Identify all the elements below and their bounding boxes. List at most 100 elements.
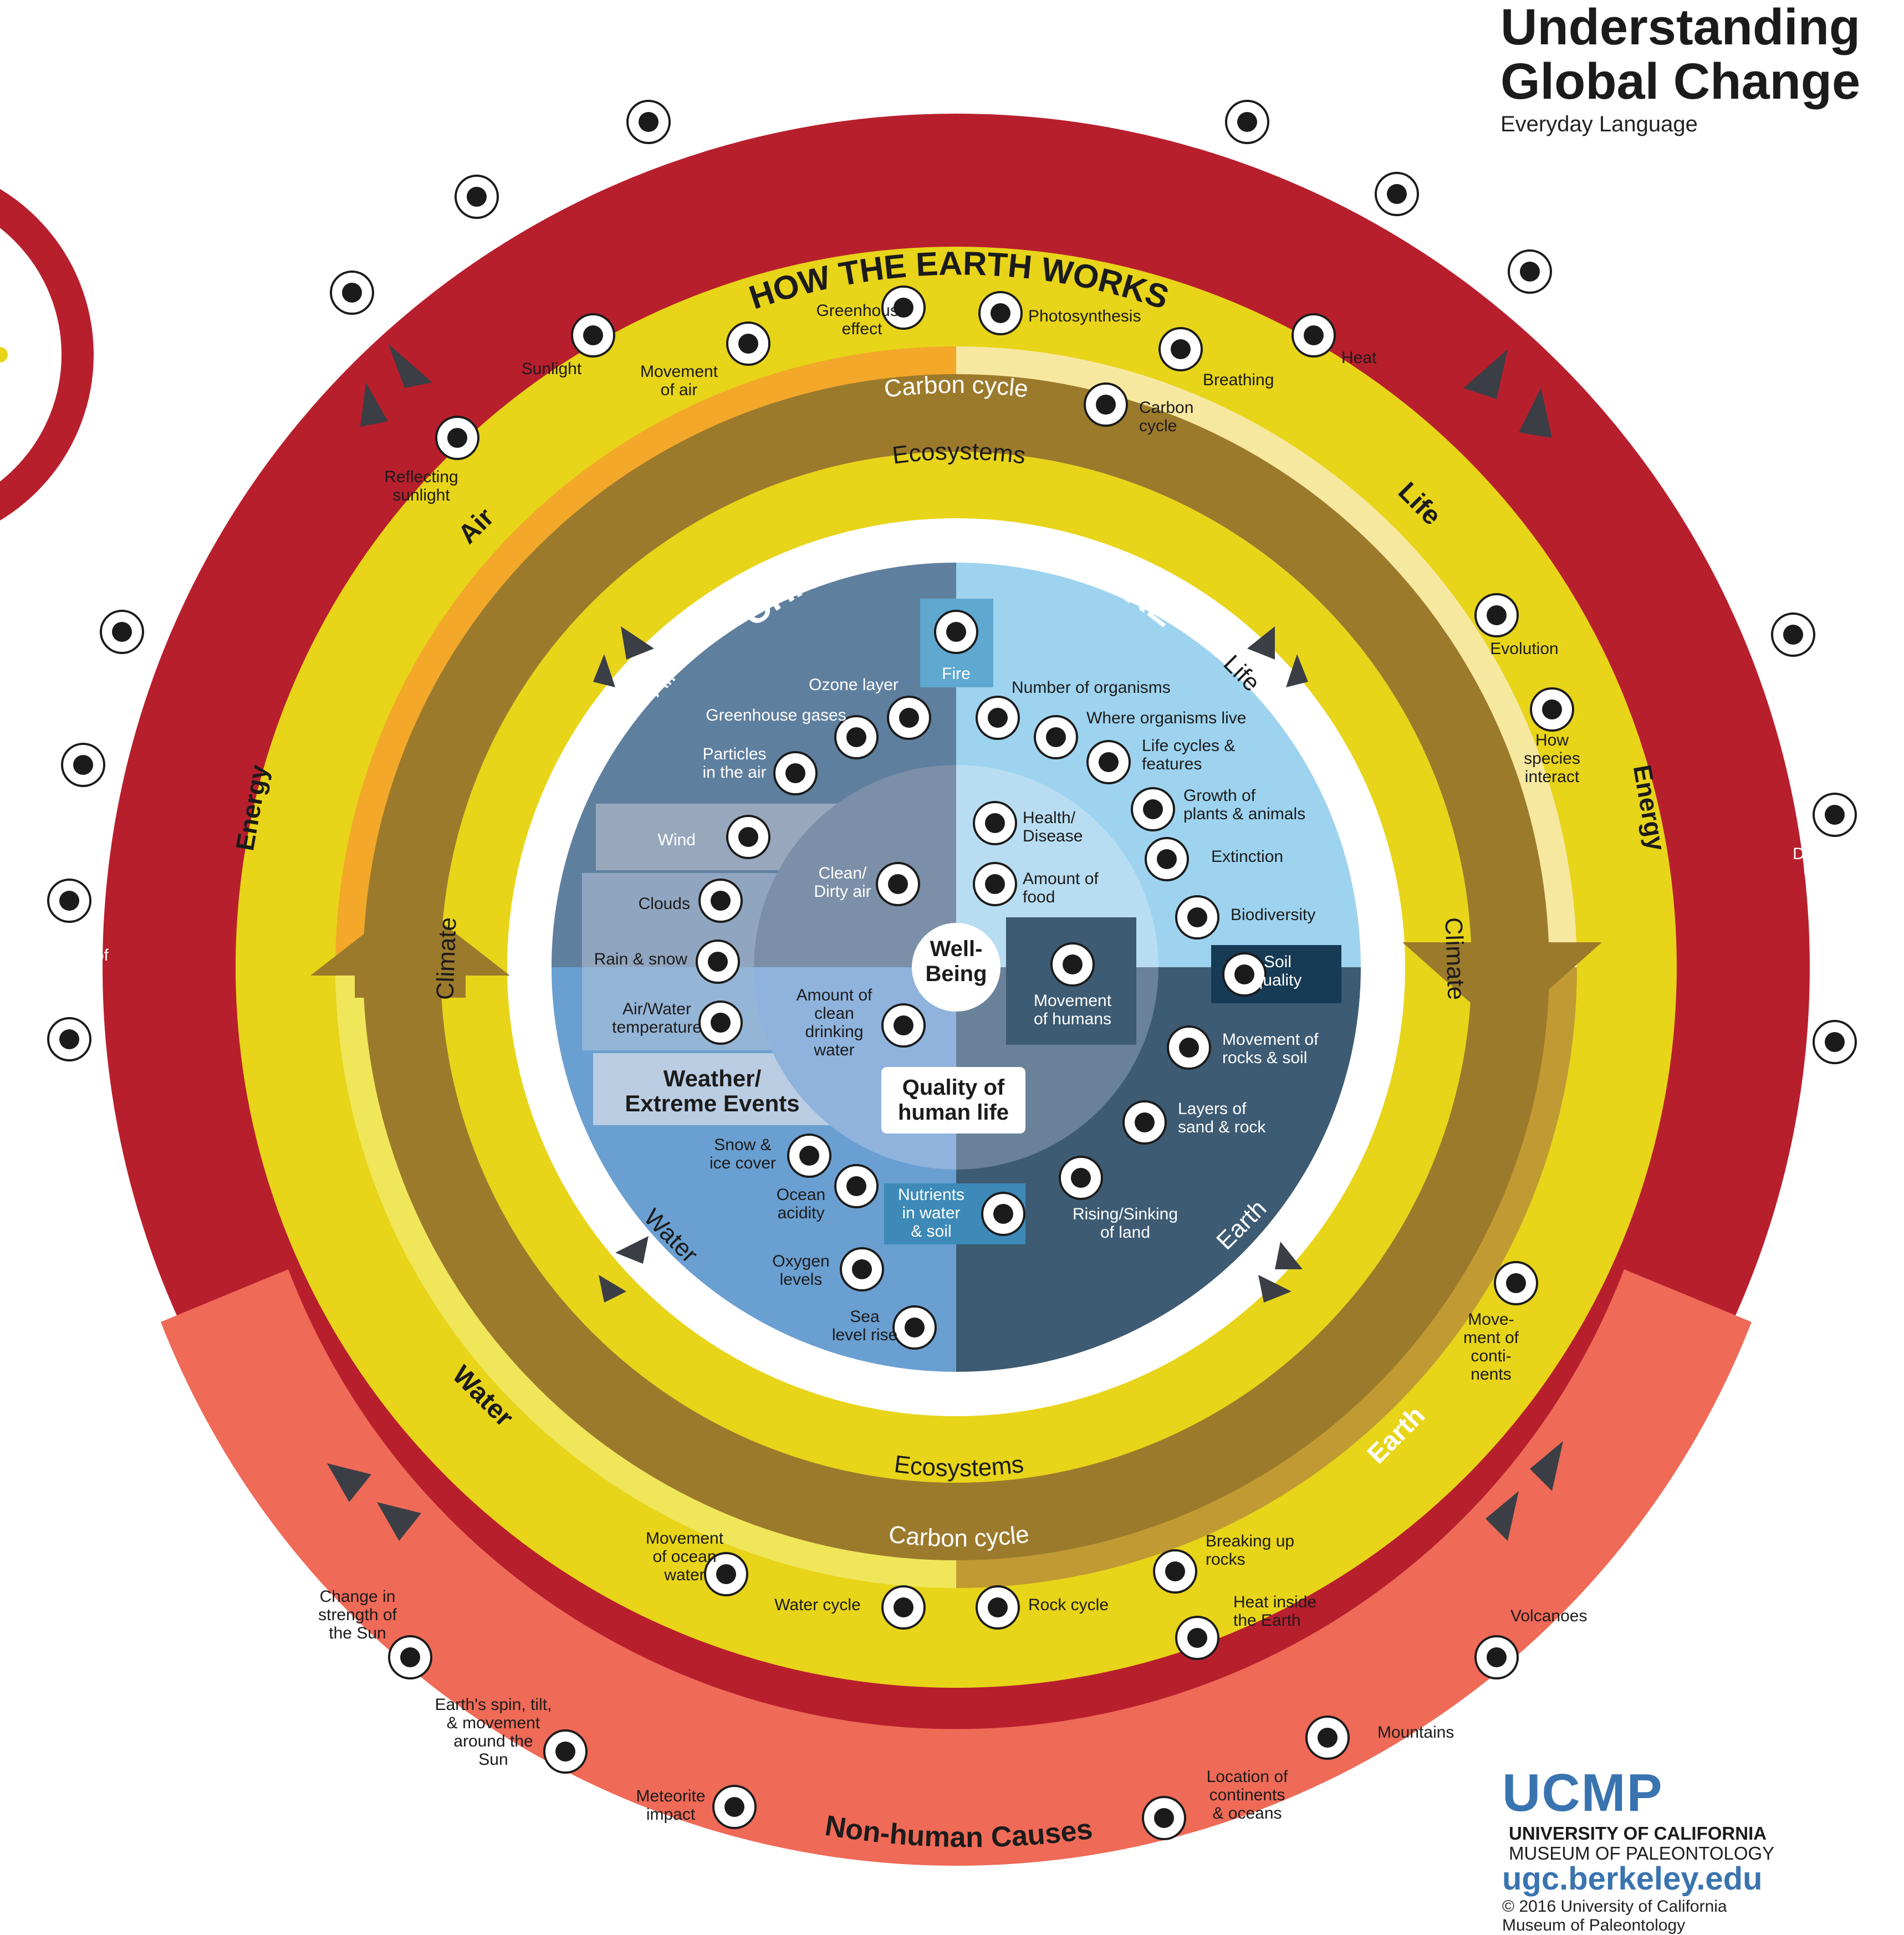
label-line: Photosynthesis [1028, 307, 1141, 325]
label-line: resources [30, 964, 103, 983]
sunlight-label: Sunlight [522, 360, 582, 378]
label-line: Movement of [1222, 1030, 1319, 1049]
organisms-number-icon [976, 696, 1020, 740]
label-line: Clouds [639, 895, 690, 913]
rock-cycle-icon [976, 1585, 1020, 1630]
life-cycles-label: Life cycles &features [1142, 737, 1235, 773]
title-line2: Global Change [1500, 53, 1861, 110]
label-line: Growth of [1183, 787, 1256, 805]
label-line: of air [661, 381, 698, 399]
farming-icon [1375, 172, 1419, 216]
climate-right: Climate [1440, 917, 1469, 1000]
label-line: in water [902, 1204, 960, 1222]
label-line: Building [1761, 662, 1820, 680]
mining-icon [47, 879, 91, 923]
label-line: Amount of [1023, 870, 1099, 888]
pollution-icon [61, 743, 105, 787]
university-name: UNIVERSITY OF CALIFORNIA [1509, 1823, 1767, 1844]
label-line: Freshwater [67, 662, 150, 680]
label-line: around the [453, 1732, 533, 1750]
label-line: Volcanoes [1510, 1607, 1587, 1625]
label-line: Pollution [40, 792, 104, 810]
subtitle: Everyday Language [1500, 112, 1698, 136]
label-line: Number of organisms [1012, 678, 1171, 697]
label-line: features [1142, 755, 1202, 773]
uc-name: UNIVERSITY OF CALIFORNIA MUSEUM OF PALEO… [1509, 1824, 1774, 1863]
snow-ice-icon [787, 1134, 831, 1178]
label-line: the Sun [329, 1624, 386, 1642]
heat-inside-icon [1175, 1616, 1219, 1660]
copyright-2: Museum of Paleontology [1502, 1916, 1686, 1934]
health-label: Health/Disease [1023, 809, 1083, 845]
humans-icon [1225, 100, 1269, 144]
label-line: acidity [777, 1204, 824, 1222]
snow-ice-label: Snow &ice cover [709, 1136, 776, 1172]
species-interact-icon [1530, 687, 1574, 732]
life-cycles-icon [1086, 740, 1131, 784]
growth-icon [1131, 787, 1175, 831]
label-line: Layers of [1178, 1100, 1247, 1118]
breathing-icon [1158, 327, 1203, 371]
label-line: Biodiversity [1231, 906, 1315, 924]
label-line: Breathing [1203, 371, 1274, 389]
label-line: Dirty air [814, 882, 871, 901]
label-line: Soil [1264, 953, 1292, 971]
clouds-icon [698, 879, 743, 923]
drinking-water-icon [881, 1003, 926, 1048]
cycle-arrows [327, 344, 1563, 1541]
label-line: Creating [1803, 863, 1866, 881]
clean-air-label: Clean/Dirty air [814, 864, 871, 901]
label-line: water [813, 1041, 854, 1059]
label-line: Rain & snow [594, 950, 688, 968]
label-line: of land [1100, 1223, 1150, 1242]
humans-movement-icon [1050, 942, 1095, 987]
quality-box [881, 1067, 1025, 1134]
biodiversity-label: Biodiversity [1231, 906, 1315, 924]
label-line: cities [1772, 680, 1809, 698]
label-line: cycle [1139, 417, 1177, 435]
label-line: & soil [911, 1222, 951, 1240]
carbon-cycle-bottom: Carbon cycle [887, 1520, 1031, 1552]
label-line: energy [390, 237, 441, 255]
sunlight-icon [571, 313, 615, 358]
land-icon [1059, 1156, 1103, 1200]
water-cycle-label: Water cycle [774, 1596, 861, 1614]
volcanoes-icon [1474, 1635, 1519, 1679]
label-line: level rise [832, 1326, 897, 1344]
label-line: drinking [805, 1023, 863, 1041]
label-line: of humans [1034, 1010, 1111, 1028]
label-line: How [1535, 731, 1569, 749]
label-line: Sea [850, 1308, 880, 1326]
label-line: sand & rock [1178, 1118, 1266, 1136]
label-line: Invention [279, 318, 347, 336]
carbon-arrow-right [1402, 942, 1602, 1031]
label-line: Fishing & [37, 1069, 106, 1088]
label-line: conti- [1471, 1347, 1511, 1365]
soil-icon [1222, 952, 1267, 997]
edge-arc [0, 189, 94, 520]
label-line: use [95, 680, 121, 698]
extinction-icon [1145, 837, 1189, 881]
label-line: habitats [1805, 881, 1864, 900]
breaking-rocks-icon [1153, 1549, 1197, 1594]
label-line: & waste [43, 810, 102, 829]
sea-level-icon [892, 1305, 937, 1350]
label-line: rocks [1206, 1550, 1245, 1569]
site-url[interactable]: ugc.berkeley.edu [1502, 1861, 1763, 1897]
